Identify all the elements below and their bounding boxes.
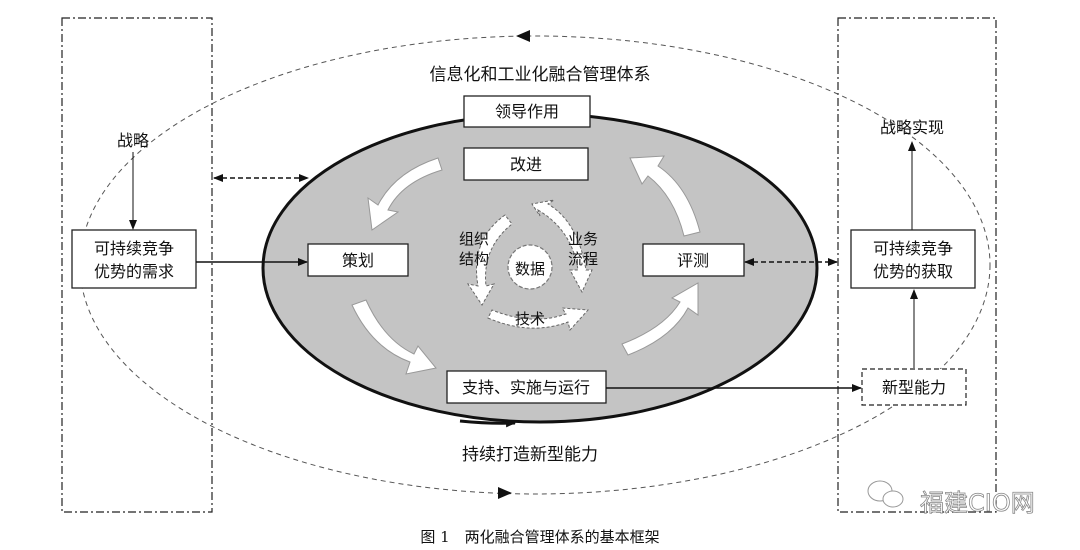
left-frame (61, 17, 213, 513)
business-process-label-2: 流程 (568, 250, 598, 268)
support-box (446, 370, 607, 404)
leadership-box (463, 95, 591, 128)
bottom-arrow-icon (498, 487, 512, 499)
figure-caption: 图 1 两化融合管理体系的基本框架 (420, 528, 659, 546)
plan-label: 策划 (342, 251, 374, 270)
leadership-label: 领导作用 (495, 102, 559, 121)
capability-box (861, 368, 967, 406)
diagram-title: 信息化和工业化融合管理体系 (430, 65, 651, 85)
improve-label: 改进 (510, 155, 542, 174)
center-data-label: 数据 (515, 260, 545, 278)
pdca-arrows (351, 155, 701, 375)
strategy-realize-label: 战略实现 (880, 118, 944, 137)
arrow-improve-to-plan (367, 157, 443, 231)
business-process-label-1: 业务 (568, 230, 598, 248)
gain-label-2: 优势的获取 (873, 262, 953, 281)
improve-box (463, 147, 589, 181)
arrow-evaluate-to-improve (629, 155, 701, 237)
technology-label: 技术 (515, 310, 545, 328)
arrow-support-to-evaluate (621, 282, 699, 356)
evaluate-label: 评测 (677, 251, 709, 270)
watermark-text: 福建CIO网 (920, 489, 1035, 517)
demand-label-2: 优势的需求 (94, 262, 174, 281)
wechat-icon (867, 480, 904, 508)
strategy-label: 战略 (117, 131, 149, 150)
demand-label-1: 可持续竞争 (94, 239, 174, 258)
data-circle (507, 244, 553, 290)
arrow-plan-to-support (351, 299, 437, 375)
demand-box (71, 229, 197, 289)
top-arrow-icon (516, 30, 530, 42)
right-frame (837, 17, 997, 513)
watermark: 福建CIO网 (867, 480, 1035, 517)
bottom-label: 持续打造新型能力 (462, 445, 598, 465)
ellipse-bottom-arrow (459, 419, 516, 428)
gain-label-1: 可持续竞争 (873, 239, 953, 258)
plan-box (307, 243, 409, 277)
capability-label: 新型能力 (882, 378, 946, 397)
org-structure-label-2: 结构 (459, 250, 489, 268)
support-label: 支持、实施与运行 (462, 378, 590, 397)
org-structure-label-1: 组织 (459, 230, 489, 248)
inner-arrows (466, 199, 593, 332)
outer-cycle-ellipse (79, 35, 991, 495)
gain-box (850, 229, 976, 289)
